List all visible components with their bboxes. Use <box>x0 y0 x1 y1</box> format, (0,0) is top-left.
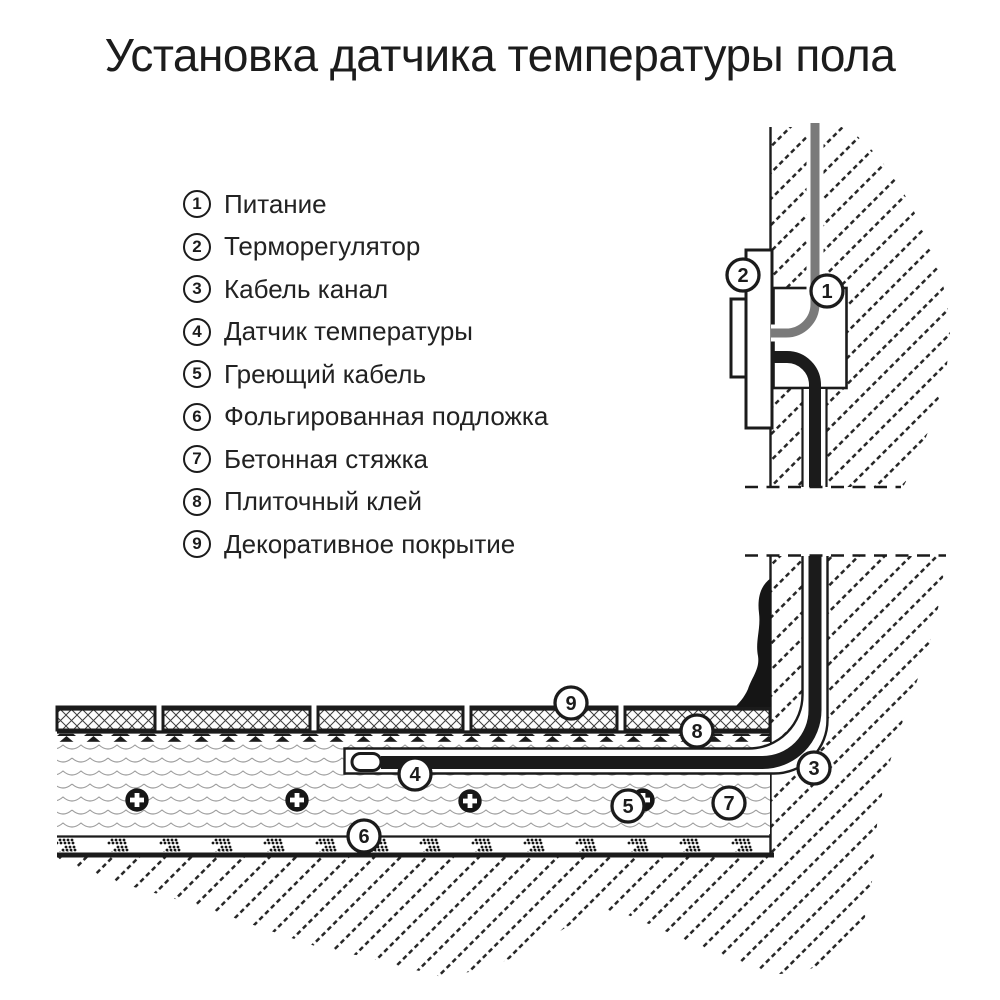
callout-number: 8 <box>691 721 702 743</box>
legend-number-badge: 3 <box>183 275 211 304</box>
wall-lower-and-base-slab <box>57 556 946 977</box>
callout-7: 7 <box>711 785 747 821</box>
legend: 1 Питание 2 Терморегулятор 3 Кабель кана… <box>183 183 548 566</box>
sensor-bulb <box>350 752 383 772</box>
legend-number-badge: 8 <box>183 487 211 516</box>
heating-cable-dot <box>125 788 149 812</box>
legend-number-badge: 4 <box>183 317 211 346</box>
callout-4: 4 <box>397 756 433 792</box>
power-cable <box>771 123 824 342</box>
page-title: Установка датчика температуры пола <box>104 29 896 81</box>
legend-item-thermostat: 2 Терморегулятор <box>183 226 548 269</box>
callout-number: 6 <box>358 826 369 848</box>
legend-item-heating-cable: 5 Греющий кабель <box>183 353 548 396</box>
callout-6: 6 <box>346 818 382 854</box>
legend-number-badge: 2 <box>183 232 211 261</box>
sensor-cable-lower <box>381 556 822 769</box>
callout-3: 3 <box>796 750 832 786</box>
legend-number-badge: 7 <box>183 445 211 474</box>
callout-number: 3 <box>808 758 819 780</box>
legend-number-badge: 1 <box>183 190 211 219</box>
legend-item-label: Декоративное покрытие <box>224 528 516 559</box>
foil-underlay <box>57 835 774 858</box>
sensor-cable-upper <box>771 351 821 487</box>
legend-item-cable-channel: 3 Кабель канал <box>183 268 548 311</box>
legend-item-label: Кабель канал <box>224 273 389 304</box>
legend-item-power: 1 Питание <box>183 183 548 226</box>
callout-2: 2 <box>725 257 761 293</box>
legend-number-badge: 6 <box>183 402 211 431</box>
callout-number: 5 <box>622 796 633 818</box>
cable-channel-outline <box>343 556 829 775</box>
callout-8: 8 <box>679 713 715 749</box>
legend-item-concrete-screed: 7 Бетонная стяжка <box>183 438 548 481</box>
wall-floor-sealant-blob <box>735 578 771 707</box>
adhesive-layer <box>57 730 770 742</box>
legend-item-temperature-sensor: 4 Датчик температуры <box>183 311 548 354</box>
callouts: 1 2 3 4 5 6 7 <box>346 257 845 854</box>
callout-1: 1 <box>809 273 845 309</box>
legend-item-tile-adhesive: 8 Плиточный клей <box>183 481 548 524</box>
callout-number: 4 <box>409 764 421 786</box>
legend-number-badge: 5 <box>183 360 211 389</box>
callout-5: 5 <box>610 788 646 824</box>
callout-9: 9 <box>553 685 589 721</box>
legend-item-decorative-covering: 9 Декоративное покрытие <box>183 523 548 566</box>
legend-item-label: Бетонная стяжка <box>224 443 429 474</box>
callout-number: 9 <box>565 693 576 715</box>
callout-number: 7 <box>723 793 734 815</box>
legend-item-label: Питание <box>224 188 327 219</box>
legend-item-label: Фольгированная подложка <box>224 401 549 432</box>
legend-number-badge: 9 <box>183 530 211 559</box>
legend-item-foil-underlay: 6 Фольгированная подложка <box>183 396 548 439</box>
legend-item-label: Плиточный клей <box>224 486 423 517</box>
callout-number: 2 <box>737 265 748 287</box>
callout-number: 1 <box>821 281 832 303</box>
legend-item-label: Греющий кабель <box>224 358 427 389</box>
cable-channel-bend-fill <box>344 556 828 774</box>
legend-item-label: Датчик температуры <box>224 316 473 347</box>
heating-cable-dot <box>285 788 309 812</box>
legend-item-label: Терморегулятор <box>224 231 421 262</box>
heating-cable-dot <box>458 789 482 813</box>
